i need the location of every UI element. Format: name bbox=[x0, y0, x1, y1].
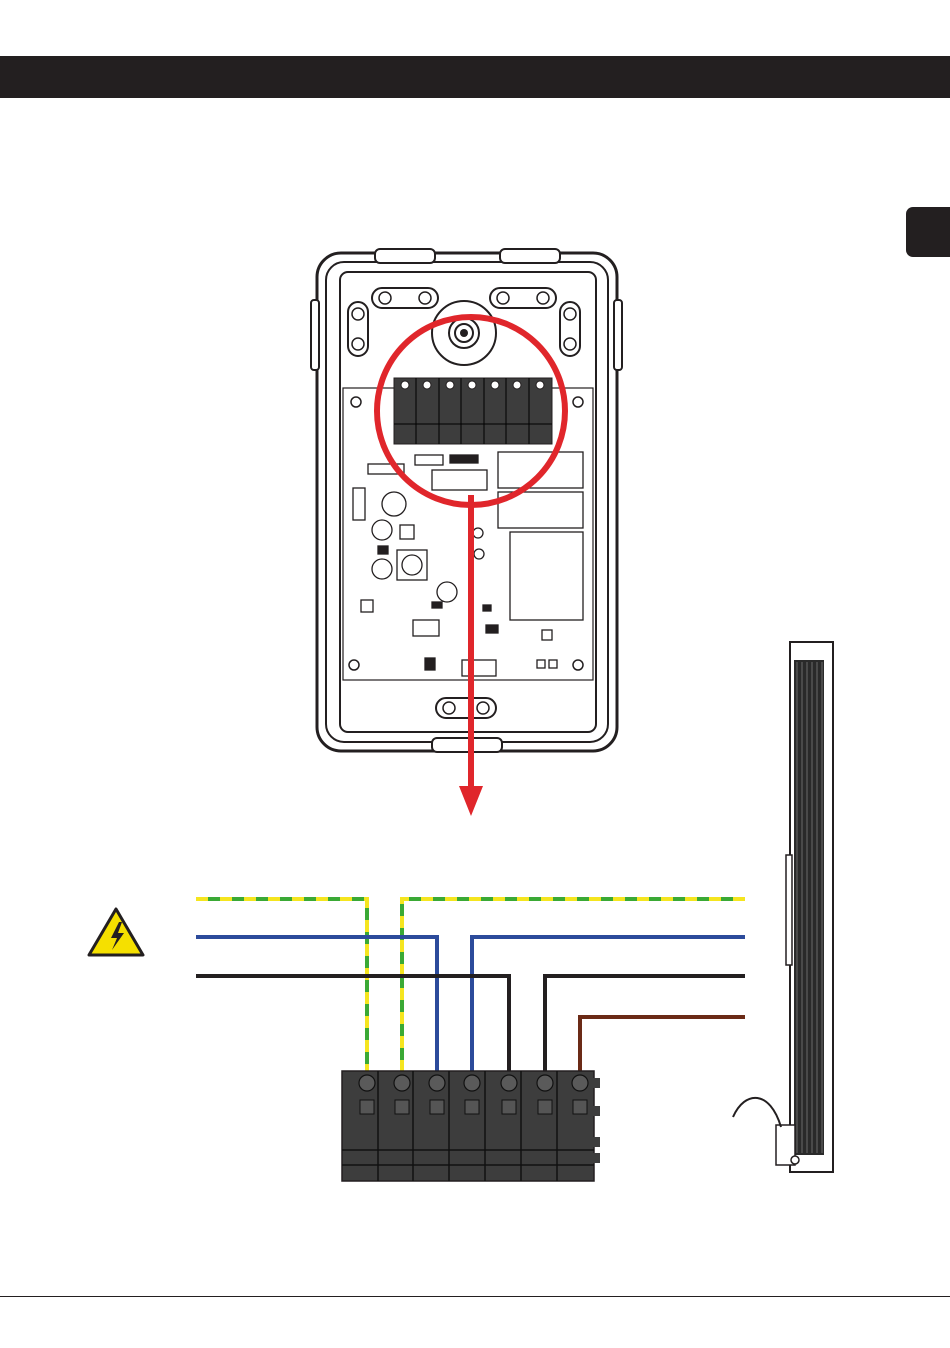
terminal-block bbox=[342, 1071, 600, 1181]
wires bbox=[196, 899, 745, 1082]
mount-bracket-bottom bbox=[436, 698, 496, 718]
mount-bracket-top-left bbox=[372, 288, 438, 308]
neutral-wire-right bbox=[472, 937, 745, 1082]
mount-bracket-right bbox=[560, 302, 580, 356]
earth-wire-left bbox=[196, 899, 367, 1082]
unit-side-view bbox=[733, 642, 833, 1172]
control-unit-housing bbox=[311, 249, 622, 816]
arrow-down-icon bbox=[459, 786, 483, 816]
pcb-terminal-block bbox=[394, 378, 552, 444]
brown-wire bbox=[580, 1017, 745, 1082]
earth-wire-right bbox=[402, 899, 745, 1082]
mount-bracket-left bbox=[348, 302, 368, 356]
black-wire-right bbox=[545, 976, 745, 1082]
electrical-hazard-warning-icon bbox=[89, 909, 143, 955]
cable-gland bbox=[432, 301, 496, 365]
mount-bracket-top-right bbox=[490, 288, 556, 308]
black-wire-left bbox=[196, 976, 509, 1082]
